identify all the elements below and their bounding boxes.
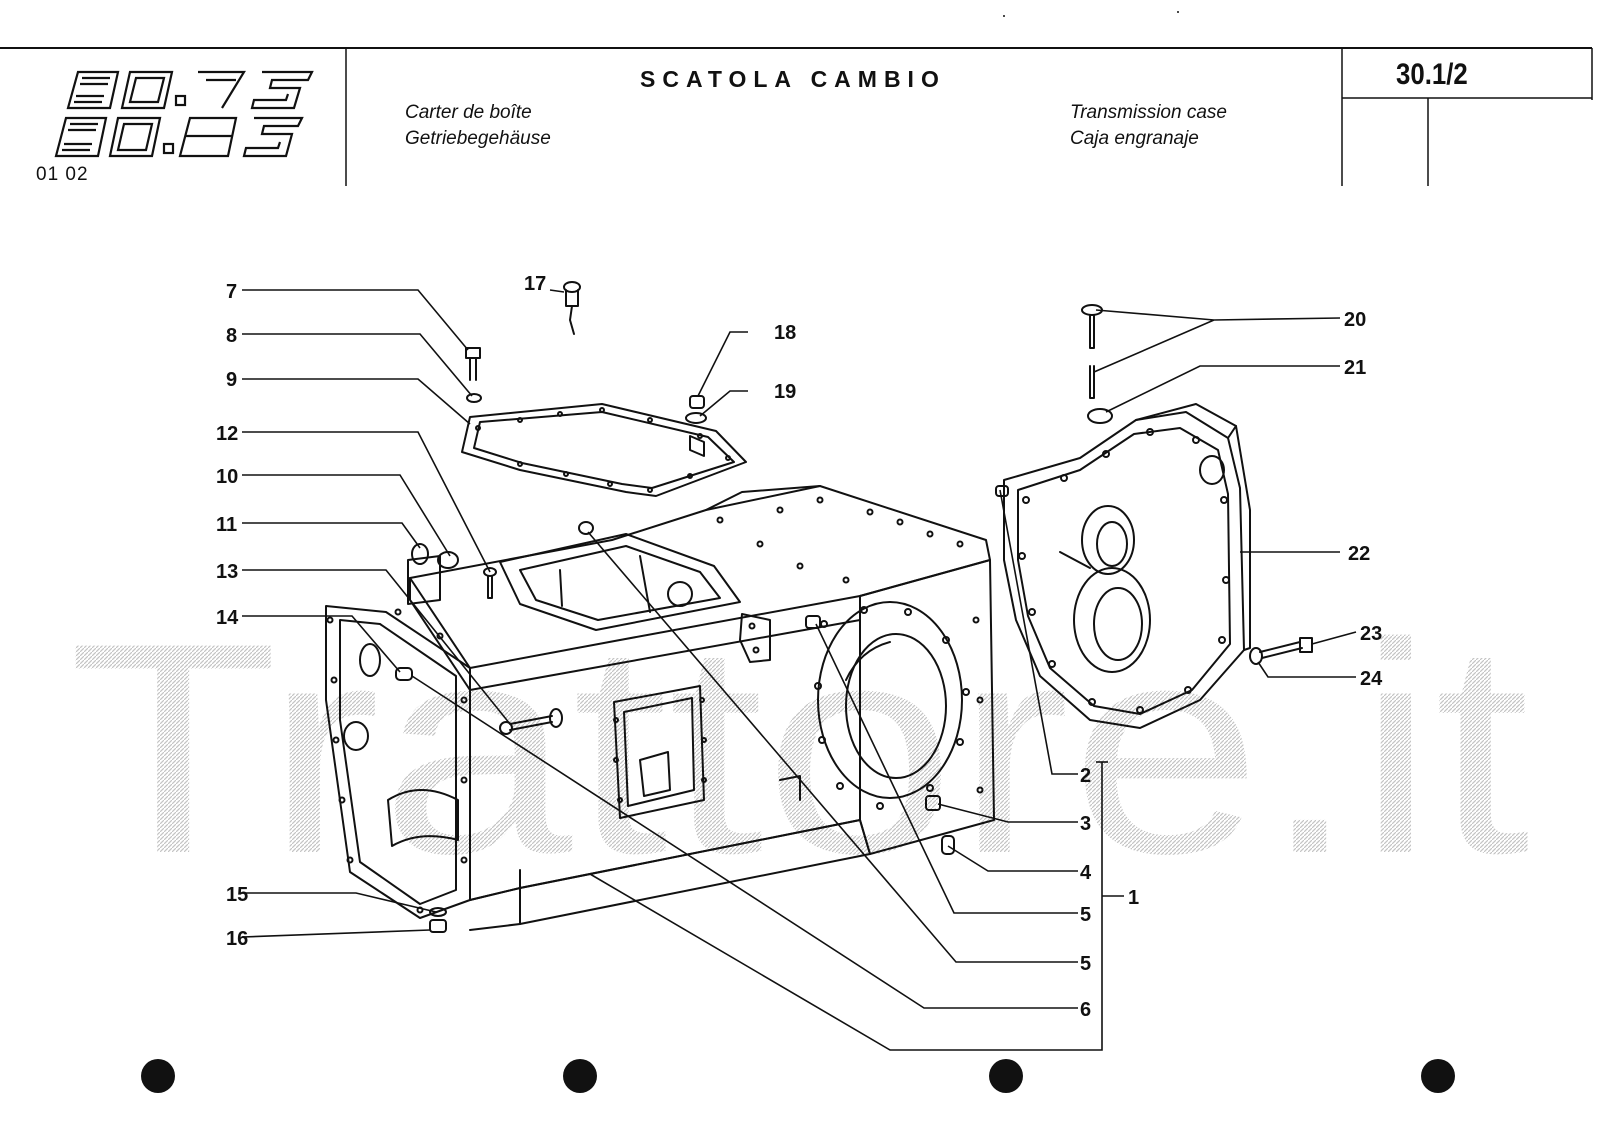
model-logo — [54, 70, 314, 158]
callout-6: 6 — [1080, 999, 1091, 1021]
callout-23: 23 — [1360, 623, 1382, 645]
punch-holes — [141, 1059, 1455, 1093]
transmission-case — [325, 485, 995, 931]
seal-21 — [1087, 408, 1113, 424]
washer-15 — [429, 907, 447, 917]
rear-cover — [1003, 403, 1251, 729]
bolt-7 — [465, 347, 481, 381]
callout-10: 10 — [216, 466, 238, 488]
watermark-text: Trattore.it — [68, 580, 1531, 916]
leader-lines — [241, 289, 1357, 1051]
plug-18 — [689, 395, 705, 409]
plug-16 — [429, 919, 447, 933]
callout-15: 15 — [226, 884, 248, 906]
punch-hole-3 — [989, 1059, 1023, 1093]
callout-1: 1 — [1128, 887, 1139, 909]
callout-12: 12 — [216, 423, 238, 445]
page-title: SCATOLA CAMBIO — [640, 66, 946, 92]
callout-8: 8 — [226, 325, 237, 347]
dowel-3 — [925, 795, 941, 811]
subtitle-french: Carter de boîte — [405, 102, 532, 123]
model-code: 01 02 — [36, 164, 89, 185]
callout-19: 19 — [774, 381, 796, 403]
callout-5b: 5 — [1080, 953, 1091, 975]
header-frame — [0, 11, 1593, 186]
subtitle-spanish: Caja engranaje — [1070, 128, 1199, 149]
bolt-13 — [499, 708, 563, 735]
dowel-5 — [578, 521, 821, 629]
plug-17 — [563, 281, 581, 335]
washer-24 — [1249, 647, 1263, 665]
callout-24: 24 — [1360, 668, 1383, 690]
dowel-14 — [395, 667, 413, 681]
callout-20: 20 — [1344, 309, 1366, 331]
callout-14: 14 — [216, 607, 239, 629]
subtitle-german: Getriebegehäuse — [405, 128, 551, 149]
callout-21: 21 — [1344, 357, 1366, 379]
callout-22: 22 — [1348, 543, 1370, 565]
breather-12 — [483, 567, 497, 599]
callout-9: 9 — [226, 369, 237, 391]
callout-3: 3 — [1080, 813, 1091, 835]
dowel-4 — [941, 835, 955, 855]
punch-hole-1 — [141, 1059, 175, 1093]
callout-numbers: 7 8 9 12 10 11 13 14 15 16 17 18 19 20 2… — [216, 273, 1383, 1021]
punch-hole-4 — [1421, 1059, 1455, 1093]
washer-19 — [685, 412, 707, 424]
exploded-diagram: Trattore.it — [68, 273, 1531, 1093]
page-reference: 30.1/2 — [1396, 58, 1468, 91]
callout-16: 16 — [226, 928, 248, 950]
callout-2: 2 — [1080, 765, 1091, 787]
punch-hole-2 — [563, 1059, 597, 1093]
plug-11 — [411, 543, 429, 565]
callout-18: 18 — [774, 322, 796, 344]
washer-8 — [466, 393, 482, 403]
callout-7: 7 — [226, 281, 237, 303]
callout-5a: 5 — [1080, 904, 1091, 926]
top-cover-plate — [461, 403, 747, 497]
subtitle-english: Transmission case — [1070, 102, 1227, 123]
dipstick-20 — [1081, 304, 1103, 399]
callout-4: 4 — [1080, 862, 1092, 884]
pin-2 — [995, 485, 1009, 497]
callout-11: 11 — [216, 514, 237, 536]
bolt-23 — [1259, 637, 1313, 659]
callout-13: 13 — [216, 561, 238, 583]
callout-17: 17 — [524, 273, 546, 295]
